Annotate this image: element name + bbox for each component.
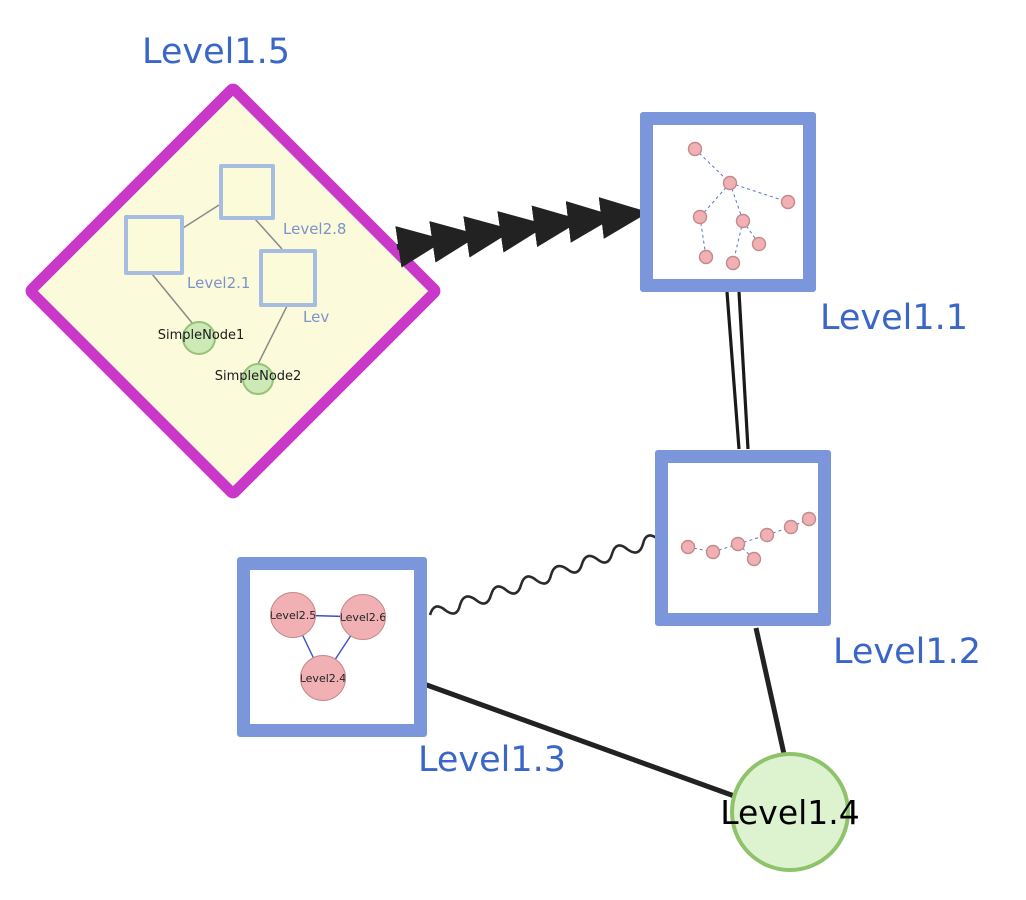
- node-level2-6-label: Level2.6: [340, 610, 386, 624]
- edge-level12-level14: [753, 627, 787, 755]
- node-simplenode1-circle[interactable]: [182, 321, 216, 355]
- mini-node: [801, 511, 817, 527]
- mini-edge: [742, 220, 760, 245]
- mini-node: [705, 544, 721, 560]
- node-level1-3-label: Level1.3: [418, 740, 567, 780]
- node-level2-5-label: Level2.5: [270, 608, 316, 622]
- node-level1-1-label: Level1.1: [820, 298, 969, 338]
- node-lev-label: Lev: [303, 308, 330, 326]
- mini-node: [692, 209, 708, 225]
- level1-2-mini-graph: [680, 511, 817, 567]
- mini-node: [725, 255, 741, 271]
- mini-node: [687, 141, 703, 157]
- edge-double-line-2: [737, 291, 750, 450]
- mini-node: [751, 236, 767, 252]
- node-level1-1-box[interactable]: [640, 112, 816, 292]
- mini-edge: [699, 182, 731, 218]
- node-level2-4-label: Level2.4: [300, 671, 346, 685]
- node-level2-4-circle[interactable]: Level2.4: [300, 655, 346, 701]
- node-simplenode1-label: SimpleNode1: [157, 328, 245, 343]
- node-level1-2-box[interactable]: [655, 450, 831, 626]
- mini-edge: [729, 182, 789, 203]
- node-level1-4-circle[interactable]: [730, 752, 850, 872]
- mini-node: [783, 519, 799, 535]
- mini-node: [680, 539, 696, 555]
- edge-dashed-arrow-level15-level11: [395, 197, 649, 268]
- node-lev-square[interactable]: [259, 249, 317, 307]
- mini-edge: [766, 526, 792, 536]
- mini-node: [759, 527, 775, 543]
- node-level2-6-circle[interactable]: Level2.6: [340, 594, 386, 640]
- level1-3-mini-graph: [292, 614, 364, 679]
- node-level1-4-label: Level1.4: [720, 793, 860, 832]
- node-level2-8-label: Level2.8: [283, 220, 347, 238]
- mini-node: [780, 194, 796, 210]
- mini-node: [735, 213, 751, 229]
- node-level1-2-label: Level1.2: [833, 632, 982, 672]
- mini-node: [722, 175, 738, 191]
- node-level2-1-label: Level2.1: [187, 274, 251, 292]
- mini-node: [730, 536, 746, 552]
- node-level1-5-label: Level1.5: [142, 32, 291, 72]
- node-simplenode2-label: SimpleNode2: [214, 369, 302, 384]
- edge-wavy-level13-level12: [428, 534, 659, 616]
- mini-node: [698, 249, 714, 265]
- mini-edge: [694, 148, 731, 184]
- mini-edge: [687, 546, 714, 553]
- node-level2-1-square[interactable]: [124, 215, 184, 275]
- mini-node: [746, 551, 762, 567]
- edge-double-line-1: [725, 291, 741, 450]
- node-level1-3-box[interactable]: Level2.5 Level2.6 Level2.4: [237, 557, 427, 737]
- mini-edge: [712, 543, 739, 553]
- node-level2-8-square[interactable]: [219, 164, 275, 220]
- node-level2-5-circle[interactable]: Level2.5: [270, 592, 316, 638]
- level1-1-mini-graph: [687, 141, 796, 271]
